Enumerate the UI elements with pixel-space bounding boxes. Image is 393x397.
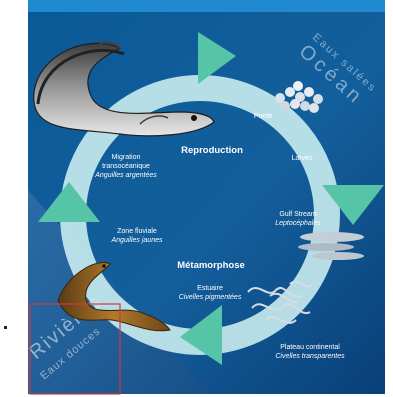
label-civelles-pigmentees: Civelles pigmentées [179,294,242,301]
label-civelles-transparentes: Civelles transparentes [275,353,345,360]
top-strip [28,0,385,12]
pointer-mark [4,326,7,329]
label-migration: Migration [112,154,141,161]
label-leptocephales: Leptocéphales [275,220,321,227]
label-anguilles-argentees: Anguilles argentées [94,172,157,179]
label-larves: Larves [291,155,313,162]
label-metamorphose: Métamorphose [177,260,245,271]
label-transoceanique: transocéanique [102,163,150,170]
label-estuaire: Estuaire [197,285,223,292]
label-anguilles-jaunes: Anguilles jaunes [111,237,163,244]
label-reproduction: Reproduction [181,145,243,156]
label-zone-fluviale: Zone fluviale [117,228,157,235]
label-gulf-stream: Gulf Stream [279,211,317,218]
label-ponte: Ponte [254,113,272,120]
label-plateau: Plateau continental [280,344,340,351]
